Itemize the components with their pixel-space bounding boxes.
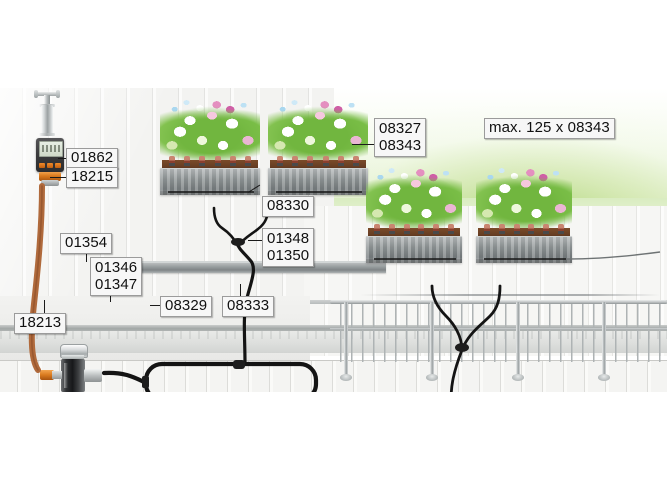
tap-adapter-nut: [41, 180, 59, 186]
leader-line-connector: [110, 292, 111, 302]
railing-post-foot: [598, 374, 610, 381]
reducer-outlet: [84, 369, 102, 382]
leader-line-reducer: [86, 250, 87, 262]
callout-timer-unit[interactable]: 01862: [66, 148, 119, 169]
reducer-to-pipe-hose: [101, 370, 147, 385]
dripper-row: [164, 154, 256, 166]
callout-max-note[interactable]: max. 125 x 08343: [484, 118, 615, 139]
railing-post: [602, 302, 606, 378]
riser-hose: [236, 242, 255, 366]
railing-balusters: [332, 304, 665, 362]
planter-trough: [160, 168, 260, 195]
water-timer-unit: [36, 138, 64, 172]
soil: [270, 160, 366, 170]
foliage: [268, 102, 368, 164]
callout-t-joint[interactable]: 08333: [222, 296, 275, 317]
callout-hose-pair[interactable]: 01348 01350: [262, 228, 315, 267]
callout-connector-pair[interactable]: 01346 01347: [90, 257, 143, 296]
pipe-end-plug: [142, 376, 149, 388]
callout-distributor-pipe[interactable]: 08329: [160, 296, 213, 317]
dripper-row: [370, 222, 458, 234]
foliage: [366, 170, 462, 232]
lower-right-feed: [460, 284, 502, 352]
tap-stem: [44, 95, 50, 107]
leader-line-pipe: [150, 305, 162, 306]
riser-connector-node: [231, 238, 245, 246]
railing-midrail: [330, 328, 667, 330]
soil: [477, 228, 571, 238]
railing-post-foot: [426, 374, 438, 381]
upper-ledge: [136, 263, 386, 273]
callout-box-kit[interactable]: 08327 08343: [374, 118, 427, 157]
wall-line-right: [565, 251, 661, 260]
planter-upper-left: [160, 96, 260, 195]
tap-adapter-coupler: [39, 172, 61, 181]
reducer-inlet-coupler: [40, 370, 54, 380]
leader-line-boxkit: [352, 144, 374, 145]
leader-line-tjoint: [240, 284, 241, 297]
foliage: [476, 170, 572, 232]
planter-trough: [268, 168, 368, 195]
planter-upper-right: [268, 96, 368, 195]
foliage: [160, 102, 260, 164]
leader-line-adapter: [50, 177, 68, 178]
callout-tap-adapter[interactable]: 18215: [66, 167, 119, 188]
tap-handle-icon: [34, 90, 60, 98]
callout-pressure-reducer[interactable]: 01354: [60, 233, 113, 254]
wall-highlight-line: [360, 294, 660, 296]
leader-line-timer: [58, 158, 68, 159]
lower-left-feed: [430, 284, 464, 352]
railing-post: [344, 302, 348, 378]
lower-drop-hose: [449, 348, 464, 392]
railing-post: [430, 302, 434, 378]
balcony-railing: [330, 300, 667, 382]
supply-hose: [28, 183, 45, 373]
timer-buttons: [39, 163, 61, 168]
pressure-reducer-assembly: [40, 344, 114, 392]
dripper-row: [480, 222, 568, 234]
soil: [162, 160, 258, 170]
dripper-row: [272, 154, 364, 166]
tap-ring: [39, 133, 55, 136]
upper-ledge-top: [136, 261, 386, 264]
bottom-plank-floor: [0, 360, 667, 392]
reducer-neck: [62, 355, 84, 360]
lower-split-node: [455, 343, 469, 352]
railing-post-foot: [340, 374, 352, 381]
leader-line-inlet: [44, 300, 45, 314]
callout-supply-inlet[interactable]: 18213: [14, 313, 67, 334]
soil: [367, 228, 461, 238]
tap-and-timer-assembly: [30, 88, 70, 200]
main-distributor-pipe: [143, 361, 319, 392]
reducer-body: [61, 359, 85, 392]
tap-body: [41, 105, 53, 135]
railing-post-foot: [512, 374, 524, 381]
timer-display-screen: [39, 141, 63, 157]
railing-post: [516, 302, 520, 378]
reducer-inlet-nut: [52, 371, 62, 379]
callout-riser-connector[interactable]: 08330: [262, 196, 315, 217]
leader-line-hosepair: [248, 240, 262, 241]
t-joint-connector: [233, 360, 245, 369]
